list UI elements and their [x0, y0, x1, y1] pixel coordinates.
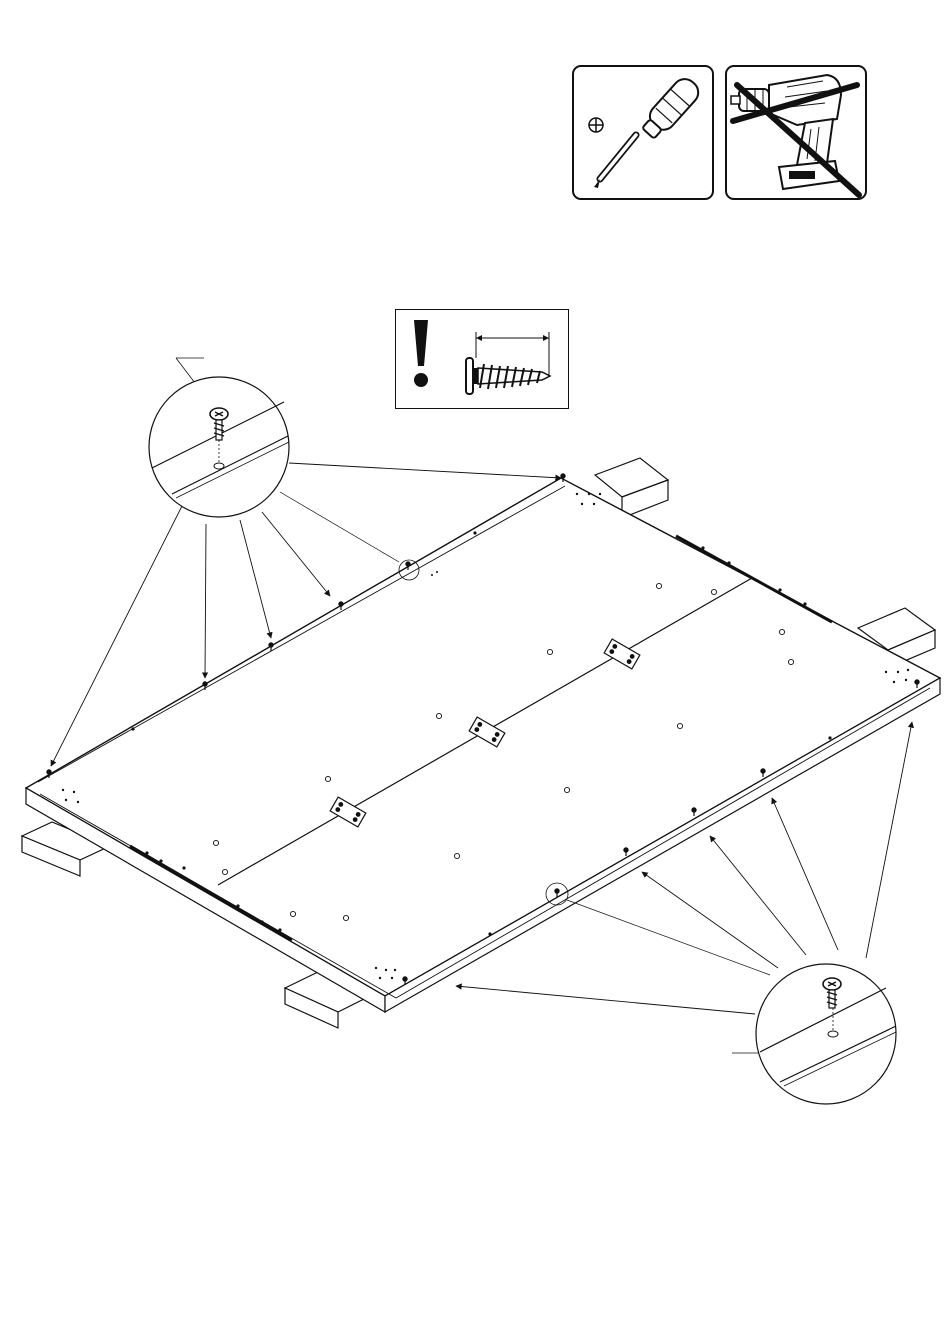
screw-marker — [203, 682, 207, 690]
screw-marker — [555, 889, 559, 897]
detail-callout-top — [51, 358, 561, 766]
cordless-drill-icon — [727, 67, 865, 198]
screw-marker — [915, 680, 919, 688]
callout-marker — [399, 560, 419, 580]
screwdriver-icon — [574, 67, 712, 198]
screw-marker — [269, 643, 273, 651]
wooden-support-blocks — [22, 458, 935, 1028]
screw-marker — [406, 562, 410, 570]
detail-callout-bottom — [456, 722, 912, 1104]
flange-head-screw-icon — [466, 332, 550, 394]
detail-screw-icon — [823, 978, 841, 1008]
panel-holes — [213, 583, 793, 920]
screw-marker — [561, 474, 565, 482]
connector-plate — [330, 797, 366, 827]
screw-marker — [624, 848, 628, 856]
connector-plate — [469, 717, 505, 747]
screw-marker — [403, 977, 407, 985]
connector-plate — [604, 639, 640, 669]
tool-box-screwdriver — [572, 65, 714, 200]
tool-box-drill-prohibited — [725, 65, 867, 200]
edge-screws — [47, 474, 919, 985]
exclamation-icon — [414, 320, 428, 387]
bed-panel — [26, 478, 940, 1012]
edge-dots — [62, 493, 909, 979]
callout-marker — [546, 883, 568, 905]
screw-warning-box — [395, 309, 569, 409]
screw-marker — [761, 769, 765, 777]
connector-plates — [330, 639, 640, 827]
detail-screw-icon — [210, 408, 228, 440]
screw-marker — [339, 602, 343, 610]
screw-marker — [692, 808, 696, 816]
screw-marker — [47, 770, 51, 778]
